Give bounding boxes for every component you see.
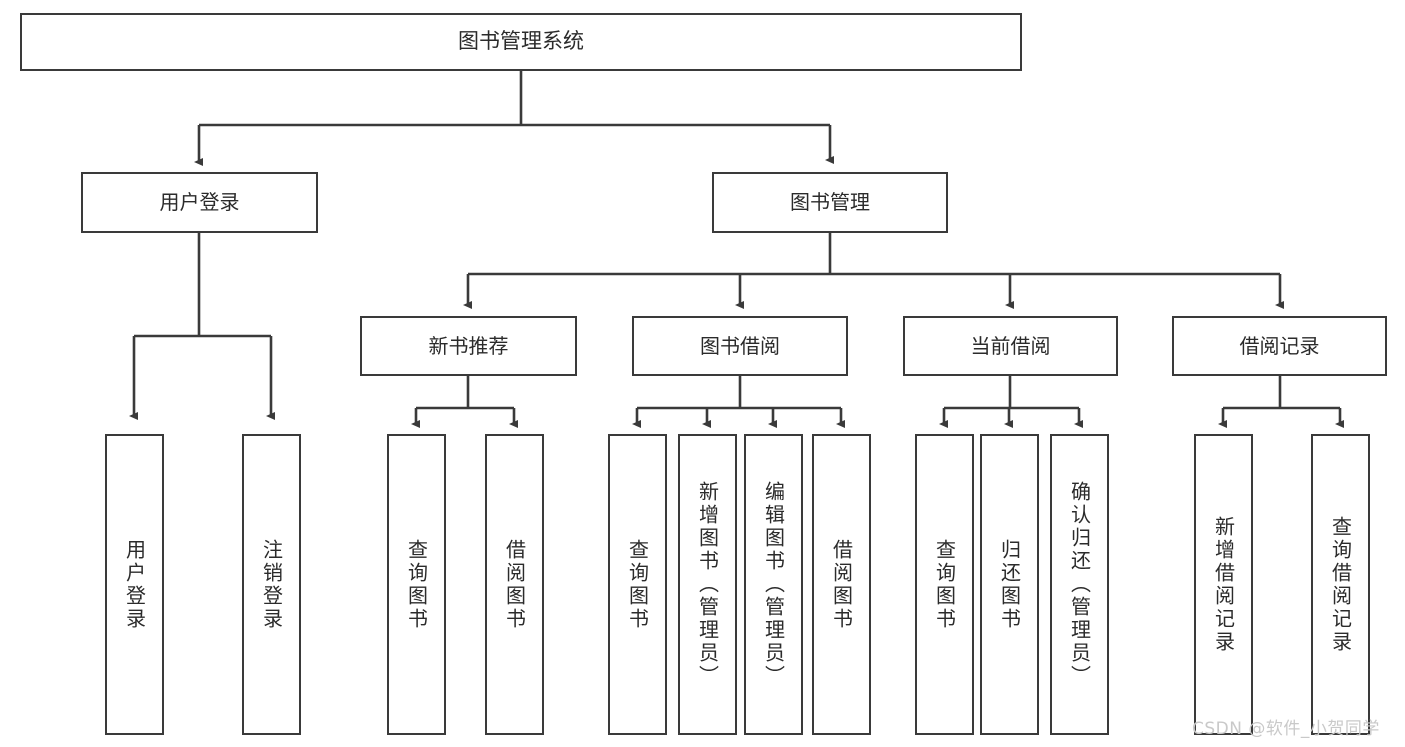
leaf-borrow-book[interactable]: 借阅图书 bbox=[812, 434, 871, 735]
node-label: 确认归还（管理员） bbox=[1067, 481, 1092, 688]
node-label: 图书管理 bbox=[790, 190, 870, 215]
node-borrow-record[interactable]: 借阅记录 bbox=[1172, 316, 1387, 376]
node-new-book-recommend[interactable]: 新书推荐 bbox=[360, 316, 577, 376]
csdn-watermark: CSDN @软件_小贺同学 bbox=[1192, 719, 1380, 739]
node-label: 查询图书 bbox=[625, 538, 650, 631]
node-label: 查询图书 bbox=[404, 538, 429, 631]
node-label: 借阅图书 bbox=[829, 538, 854, 631]
node-label: 图书借阅 bbox=[700, 333, 780, 358]
node-current-borrow[interactable]: 当前借阅 bbox=[903, 316, 1118, 376]
leaf-query-book-borrow[interactable]: 查询图书 bbox=[608, 434, 667, 735]
leaf-add-book-admin[interactable]: 新增图书（管理员） bbox=[678, 434, 737, 735]
node-label: 图书管理系统 bbox=[458, 29, 584, 54]
leaf-return-book[interactable]: 归还图书 bbox=[980, 434, 1039, 735]
node-label: 归还图书 bbox=[997, 538, 1022, 631]
node-root-system[interactable]: 图书管理系统 bbox=[20, 13, 1022, 71]
leaf-edit-book-admin[interactable]: 编辑图书（管理员） bbox=[744, 434, 803, 735]
node-user-login[interactable]: 用户登录 bbox=[81, 172, 318, 233]
leaf-logout-login[interactable]: 注销登录 bbox=[242, 434, 301, 735]
leaf-user-login[interactable]: 用户登录 bbox=[105, 434, 164, 735]
node-label: 编辑图书（管理员） bbox=[761, 481, 786, 688]
leaf-query-borrow-record[interactable]: 查询借阅记录 bbox=[1311, 434, 1370, 735]
node-label: 注销登录 bbox=[259, 538, 284, 631]
node-label: 查询借阅记录 bbox=[1328, 515, 1353, 654]
node-book-management[interactable]: 图书管理 bbox=[712, 172, 948, 233]
node-label: 借阅图书 bbox=[502, 538, 527, 631]
node-label: 新书推荐 bbox=[428, 333, 509, 358]
leaf-confirm-return-admin[interactable]: 确认归还（管理员） bbox=[1050, 434, 1109, 735]
node-label: 用户登录 bbox=[159, 190, 240, 215]
node-label: 用户登录 bbox=[122, 538, 147, 631]
node-label: 新增借阅记录 bbox=[1211, 515, 1236, 654]
node-label: 借阅记录 bbox=[1239, 333, 1320, 358]
leaf-query-book-recommend[interactable]: 查询图书 bbox=[387, 434, 446, 735]
node-label: 当前借阅 bbox=[970, 333, 1051, 358]
node-book-borrow[interactable]: 图书借阅 bbox=[632, 316, 848, 376]
node-label: 查询图书 bbox=[932, 538, 957, 631]
leaf-borrow-book-recommend[interactable]: 借阅图书 bbox=[485, 434, 544, 735]
leaf-add-borrow-record[interactable]: 新增借阅记录 bbox=[1194, 434, 1253, 735]
node-label: 新增图书（管理员） bbox=[695, 481, 720, 688]
leaf-query-book-current[interactable]: 查询图书 bbox=[915, 434, 974, 735]
